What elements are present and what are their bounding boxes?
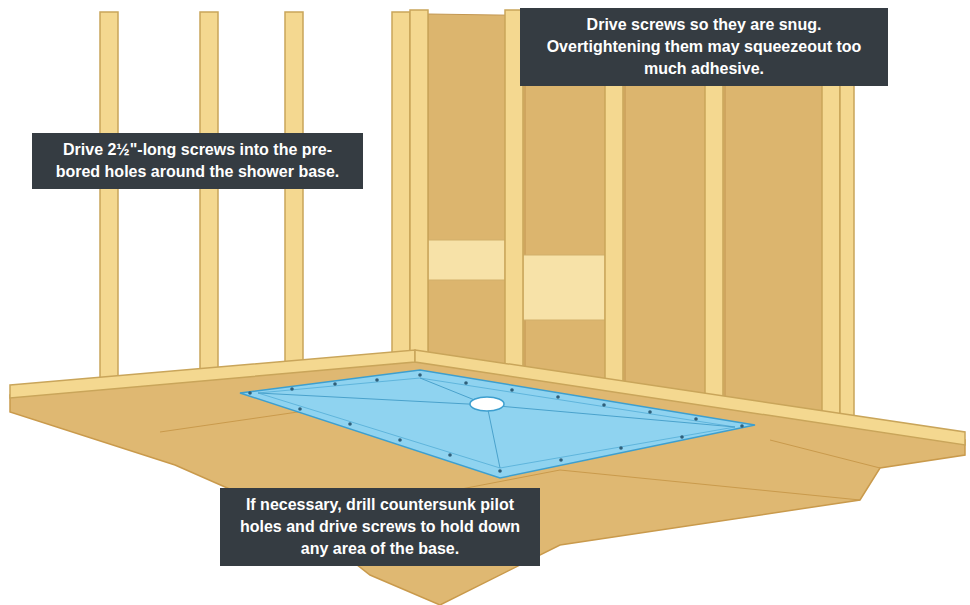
callout-box: If necessary, drill countersunk pilot ho…: [220, 488, 540, 566]
callout-text: If necessary, drill countersunk pilot ho…: [232, 494, 528, 560]
callout-text: Drive 2½"-long screws into the pre-bored…: [44, 139, 351, 183]
screw-holes: [248, 373, 744, 473]
shower-base-rim: [258, 378, 735, 468]
callout-box: Drive 2½"-long screws into the pre-bored…: [32, 133, 363, 189]
left-wall-studs: [100, 12, 410, 385]
drain: [470, 397, 504, 411]
subfloor-seam: [560, 470, 860, 500]
slope-lines: [258, 378, 735, 468]
blocking: [428, 240, 505, 280]
subfloor-seam: [770, 440, 880, 468]
callout-text: Drive screws so they are snug. Overtight…: [532, 14, 876, 80]
callout-box: Drive screws so they are snug. Overtight…: [520, 8, 888, 86]
blocking: [523, 255, 605, 320]
shower-base: [240, 370, 755, 478]
